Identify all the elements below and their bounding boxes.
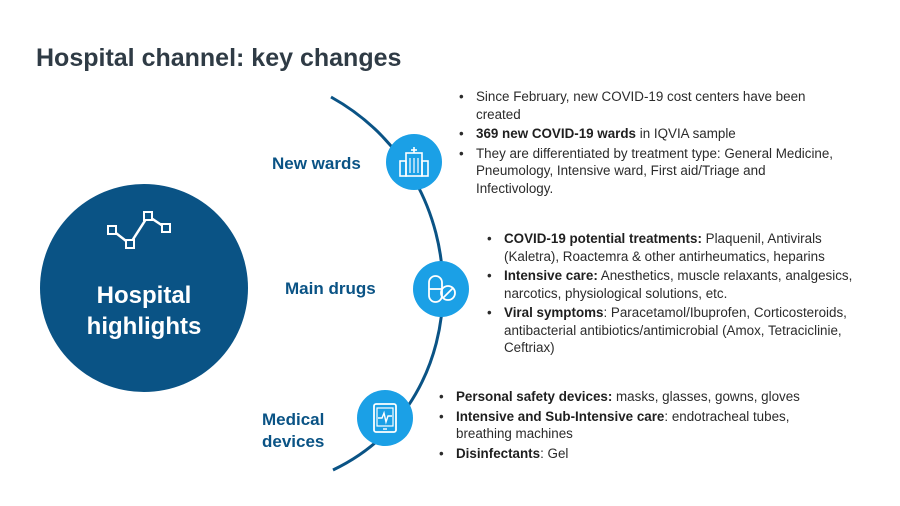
medical-devices-node — [357, 390, 413, 446]
center-label-line1: Hospital — [96, 282, 192, 309]
list-item: Disinfectants: Gel — [436, 445, 846, 463]
list-item: They are differentiated by treatment typ… — [456, 145, 836, 198]
list-item: Intensive and Sub-Intensive care: endotr… — [436, 408, 846, 443]
new-wards-label: New wards — [272, 154, 361, 173]
medical-devices-label: Medical devices — [262, 409, 324, 453]
main-drugs-bullets: COVID-19 potential treatments: Plaquenil… — [484, 230, 874, 359]
page-title: Hospital channel: key changes — [36, 44, 402, 72]
new-wards-bullets: Since February, new COVID-19 cost center… — [456, 88, 836, 199]
list-item: Intensive care: Anesthetics, muscle rela… — [484, 267, 874, 302]
list-item: Since February, new COVID-19 cost center… — [456, 88, 836, 123]
hospital-building-icon — [399, 147, 429, 177]
new-wards-node — [386, 134, 442, 190]
list-item: 369 new COVID-19 wards in IQVIA sample — [456, 125, 836, 143]
trend-line-icon — [107, 211, 171, 249]
list-item: Personal safety devices: masks, glasses,… — [436, 388, 846, 406]
center-label-line2: highlights — [86, 313, 202, 340]
main-drugs-label: Main drugs — [285, 279, 376, 298]
list-item: COVID-19 potential treatments: Plaquenil… — [484, 230, 874, 265]
medical-devices-bullets: Personal safety devices: masks, glasses,… — [436, 388, 846, 464]
medical-devices-label-line2: devices — [262, 432, 325, 451]
hospital-highlights-circle: Hospital highlights — [40, 184, 248, 392]
tablet-monitor-icon — [373, 403, 397, 433]
main-drugs-node — [413, 261, 469, 317]
pill-capsule-icon — [428, 275, 456, 303]
center-label: Hospital highlights — [40, 280, 248, 342]
medical-devices-label-line1: Medical — [262, 410, 325, 429]
list-item: Viral symptoms: Paracetamol/Ibuprofen, C… — [484, 304, 874, 357]
